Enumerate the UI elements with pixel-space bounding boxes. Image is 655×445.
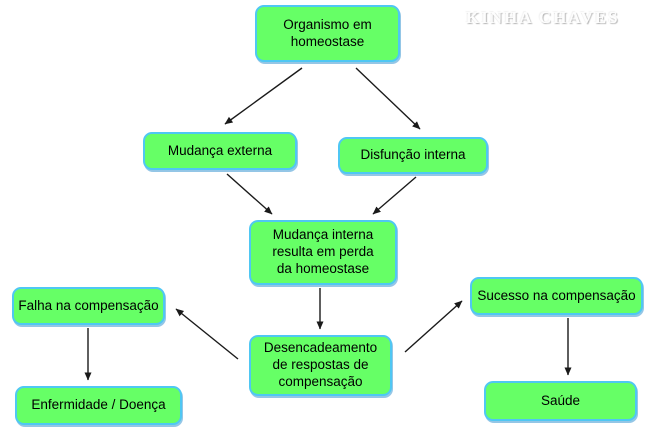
arrow-organismo-to-disfuncao-interna [355,67,421,130]
node-mudanca-interna-perda-homeostase: Mudança interna resulta em perda da home… [249,220,397,285]
node-enfermidade-doenca: Enfermidade / Doença [15,386,182,425]
node-disfuncao-interna: Disfunção interna [338,137,488,174]
node-mudanca-externa: Mudança externa [143,132,297,170]
arrow-organismo-to-mudanca-externa [224,67,303,125]
node-saude: Saúde [484,381,637,421]
arrow-desencadeamento-to-falha [175,308,239,360]
node-falha-na-compensacao: Falha na compensação [12,287,165,325]
node-sucesso-na-compensacao: Sucesso na compensação [470,277,643,315]
arrow-disfuncao-interna-to-mudanca-interna [372,176,417,215]
arrow-mudanca-externa-to-mudanca-interna [226,173,273,215]
node-organismo-em-homeostase: Organismo em homeostase [255,5,400,62]
watermark: KINHA CHAVES [466,8,620,27]
node-desencadeamento-respostas: Desencadeamento de respostas de compensa… [249,335,392,396]
arrow-desencadeamento-to-sucesso [404,300,463,353]
